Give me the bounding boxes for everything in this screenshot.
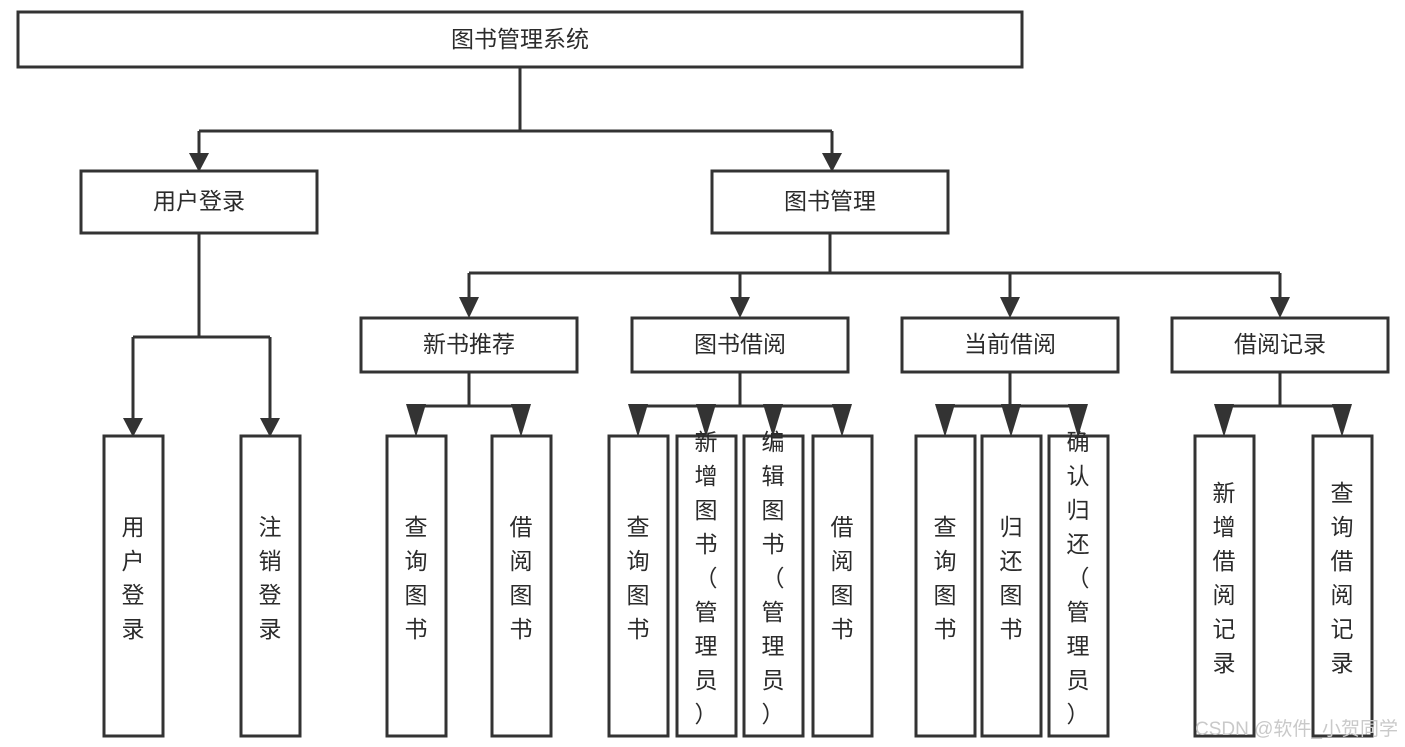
node-leaf-query-book-2[interactable]: 查询图书 (607, 434, 670, 738)
node-new-book-recommend[interactable]: 新书推荐 (359, 316, 579, 374)
node-leaf-user-login[interactable]: 用户登录 (102, 434, 165, 738)
node-leaf-query-book-3-label: 查询图书 (934, 514, 957, 642)
node-leaf-edit-book-label: 编辑图书（管理员） (762, 429, 785, 727)
node-leaf-confirm-return-box[interactable] (1047, 434, 1110, 738)
node-book-borrow-box[interactable] (630, 316, 850, 374)
node-leaf-logout-login-label: 注销登录 (259, 514, 282, 642)
node-book-manage[interactable]: 图书管理 (710, 169, 950, 235)
node-leaf-add-record-label: 新增借阅记录 (1213, 480, 1236, 676)
node-book-manage-label: 图书管理 (784, 188, 876, 214)
arrow-head-leaf-borrow-book-1 (511, 404, 531, 437)
arrow-head-leaf-return-book (1001, 404, 1021, 437)
arrow-head-leaf-edit-book (763, 404, 783, 437)
node-leaf-return-book-box[interactable] (980, 434, 1043, 738)
node-current-borrow-label: 当前借阅 (964, 331, 1056, 357)
node-book-borrow[interactable]: 图书借阅 (630, 316, 850, 374)
arrow-head-borrow-record (1270, 297, 1290, 318)
node-leaf-borrow-book-2-label: 借阅图书 (831, 514, 854, 642)
node-leaf-query-book-2-box[interactable] (607, 434, 670, 738)
node-borrow-record[interactable]: 借阅记录 (1170, 316, 1390, 374)
node-new-book-recommend-label: 新书推荐 (423, 331, 515, 357)
node-root[interactable]: 图书管理系统 (16, 10, 1024, 69)
node-leaf-confirm-return-label: 确认归还（管理员） (1067, 429, 1090, 727)
node-leaf-borrow-book-2[interactable]: 借阅图书 (811, 434, 874, 738)
node-leaf-logout-login[interactable]: 注销登录 (239, 434, 302, 738)
node-root-box[interactable] (16, 10, 1024, 69)
node-borrow-record-label: 借阅记录 (1234, 331, 1326, 357)
node-user-login-box[interactable] (79, 169, 319, 235)
connector-layer (123, 67, 1352, 437)
node-book-manage-box[interactable] (710, 169, 950, 235)
node-leaf-borrow-book-1-box[interactable] (490, 434, 553, 738)
node-book-borrow-label: 图书借阅 (694, 331, 786, 357)
node-leaf-add-record[interactable]: 新增借阅记录 (1193, 434, 1256, 738)
node-leaf-logout-login-box[interactable] (239, 434, 302, 738)
node-new-book-recommend-box[interactable] (359, 316, 579, 374)
arrow-head-book-manage (822, 153, 842, 172)
node-leaf-borrow-book-1[interactable]: 借阅图书 (490, 434, 553, 738)
node-borrow-record-box[interactable] (1170, 316, 1390, 374)
node-leaf-edit-book[interactable]: 编辑图书（管理员） (742, 429, 805, 738)
arrow-head-leaf-logout-login (260, 418, 280, 437)
node-leaf-borrow-book-1-label: 借阅图书 (510, 514, 533, 642)
node-leaf-add-book-label: 新增图书（管理员） (695, 429, 718, 727)
arrow-head-leaf-user-login (123, 418, 143, 437)
csdn-watermark: CSDN @软件_小贺同学 (1195, 718, 1398, 740)
arrow-head-leaf-query-book-1 (406, 404, 426, 437)
arrow-head-book-borrow (730, 297, 750, 318)
arrow-head-new-book-recommend (459, 297, 479, 318)
node-leaf-edit-book-box[interactable] (742, 434, 805, 738)
node-user-login-label: 用户登录 (153, 188, 245, 214)
node-leaf-return-book-label: 归还图书 (1000, 514, 1023, 642)
node-leaf-query-book-1[interactable]: 查询图书 (385, 434, 448, 738)
node-leaf-query-book-1-box[interactable] (385, 434, 448, 738)
node-leaf-user-login-label: 用户登录 (122, 514, 145, 642)
node-current-borrow-box[interactable] (900, 316, 1120, 374)
node-leaf-query-book-1-label: 查询图书 (405, 514, 428, 642)
arrow-head-leaf-add-book (696, 404, 716, 437)
arrow-head-user-login (189, 153, 209, 172)
arrow-head-leaf-add-record (1214, 404, 1234, 437)
node-leaf-query-book-3[interactable]: 查询图书 (914, 434, 977, 738)
arrow-head-current-borrow (1000, 297, 1020, 318)
node-leaf-add-record-box[interactable] (1193, 434, 1256, 738)
node-leaf-return-book[interactable]: 归还图书 (980, 434, 1043, 738)
arrow-head-leaf-borrow-book-2 (832, 404, 852, 437)
node-leaf-borrow-book-2-box[interactable] (811, 434, 874, 738)
arrow-head-leaf-query-book-2 (628, 404, 648, 437)
node-leaf-query-record-label: 查询借阅记录 (1331, 480, 1354, 676)
arrow-head-leaf-query-record (1332, 404, 1352, 437)
node-root-label: 图书管理系统 (451, 26, 589, 52)
node-leaf-query-record-box[interactable] (1311, 434, 1374, 738)
node-leaf-add-book[interactable]: 新增图书（管理员） (675, 429, 738, 738)
node-leaf-user-login-box[interactable] (102, 434, 165, 738)
arrow-head-leaf-query-book-3 (935, 404, 955, 437)
node-leaf-query-book-2-label: 查询图书 (627, 514, 650, 642)
node-user-login[interactable]: 用户登录 (79, 169, 319, 235)
node-leaf-add-book-box[interactable] (675, 434, 738, 738)
node-leaf-query-record[interactable]: 查询借阅记录 (1311, 434, 1374, 738)
node-leaf-query-book-3-box[interactable] (914, 434, 977, 738)
arrow-head-leaf-confirm-return (1068, 404, 1088, 437)
node-current-borrow[interactable]: 当前借阅 (900, 316, 1120, 374)
node-leaf-confirm-return[interactable]: 确认归还（管理员） (1047, 429, 1110, 738)
